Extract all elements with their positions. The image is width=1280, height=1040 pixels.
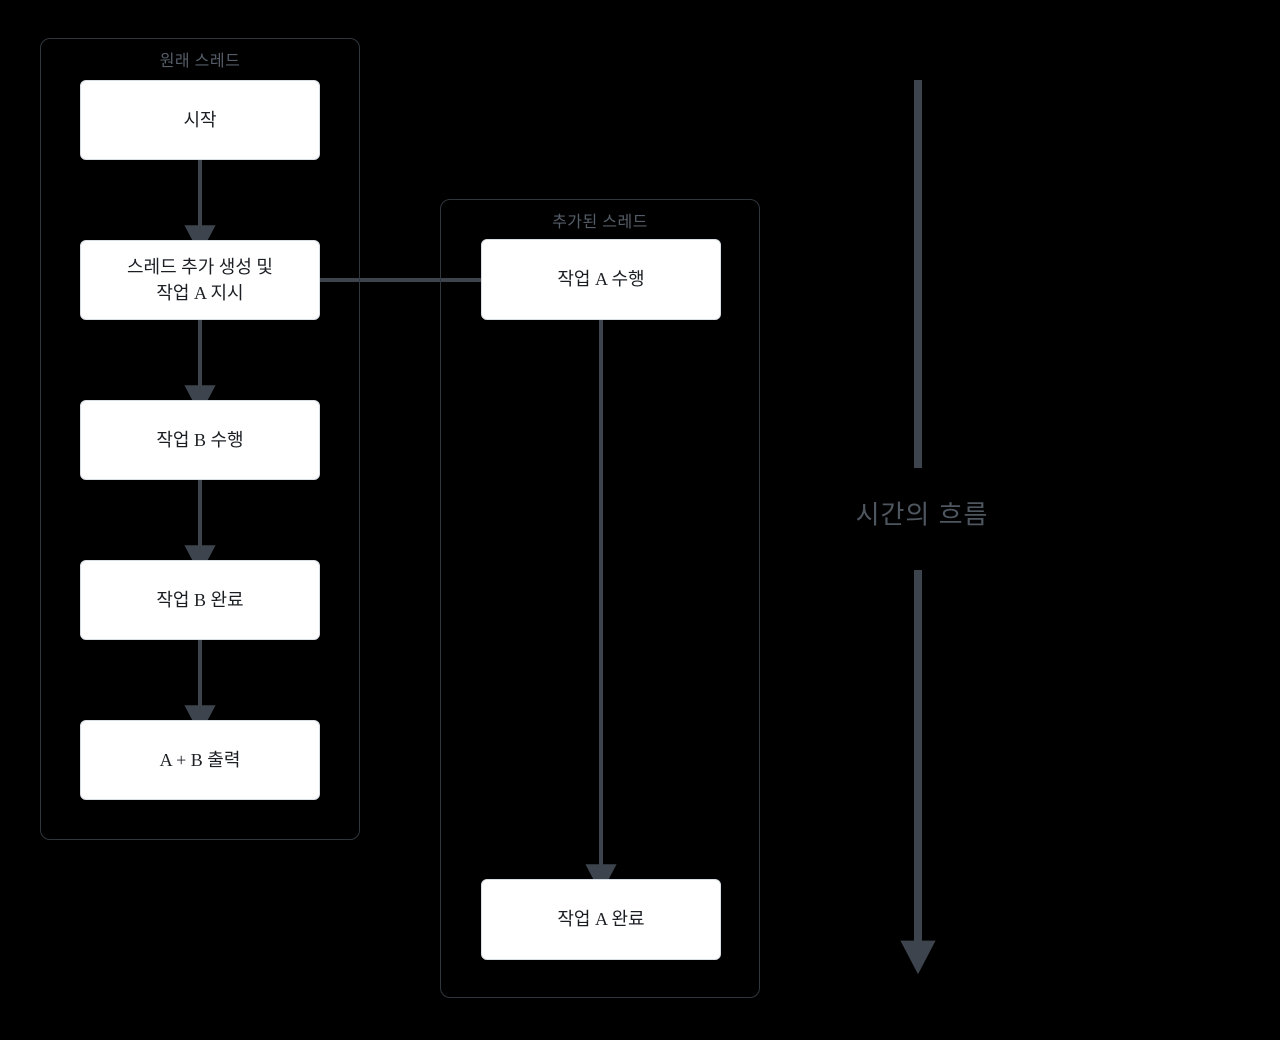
- node-start[interactable]: 시작: [80, 80, 320, 160]
- node-output-a-plus-b-label: A + B 출력: [159, 749, 241, 770]
- lane-title-spawned-thread: 추가된 스레드: [552, 214, 648, 231]
- node-do-task-b-label: 작업 B 수행: [156, 429, 244, 450]
- node-task-b-done[interactable]: 작업 B 완료: [80, 560, 320, 640]
- node-do-task-b[interactable]: 작업 B 수행: [80, 400, 320, 480]
- node-do-task-a-label: 작업 A 수행: [557, 269, 645, 290]
- node-spawn-thread-label: 스레드 추가 생성 및 작업 A 지시: [127, 256, 273, 303]
- lane-title-original-thread: 원래 스레드: [159, 53, 241, 70]
- node-do-task-a[interactable]: 작업 A 수행: [481, 239, 721, 320]
- node-task-b-done-label: 작업 B 완료: [156, 589, 244, 610]
- node-task-a-done-label: 작업 A 완료: [557, 909, 645, 930]
- node-task-a-done[interactable]: 작업 A 완료: [481, 879, 721, 960]
- timeline-label: 시간의 흐름: [855, 499, 989, 530]
- node-output-a-plus-b[interactable]: A + B 출력: [80, 720, 320, 800]
- lane-original-thread: 원래 스레드: [40, 38, 360, 840]
- node-spawn-thread[interactable]: 스레드 추가 생성 및 작업 A 지시: [80, 240, 320, 320]
- lane-spawned-thread: 추가된 스레드: [440, 199, 760, 998]
- node-start-label: 시작: [183, 109, 217, 130]
